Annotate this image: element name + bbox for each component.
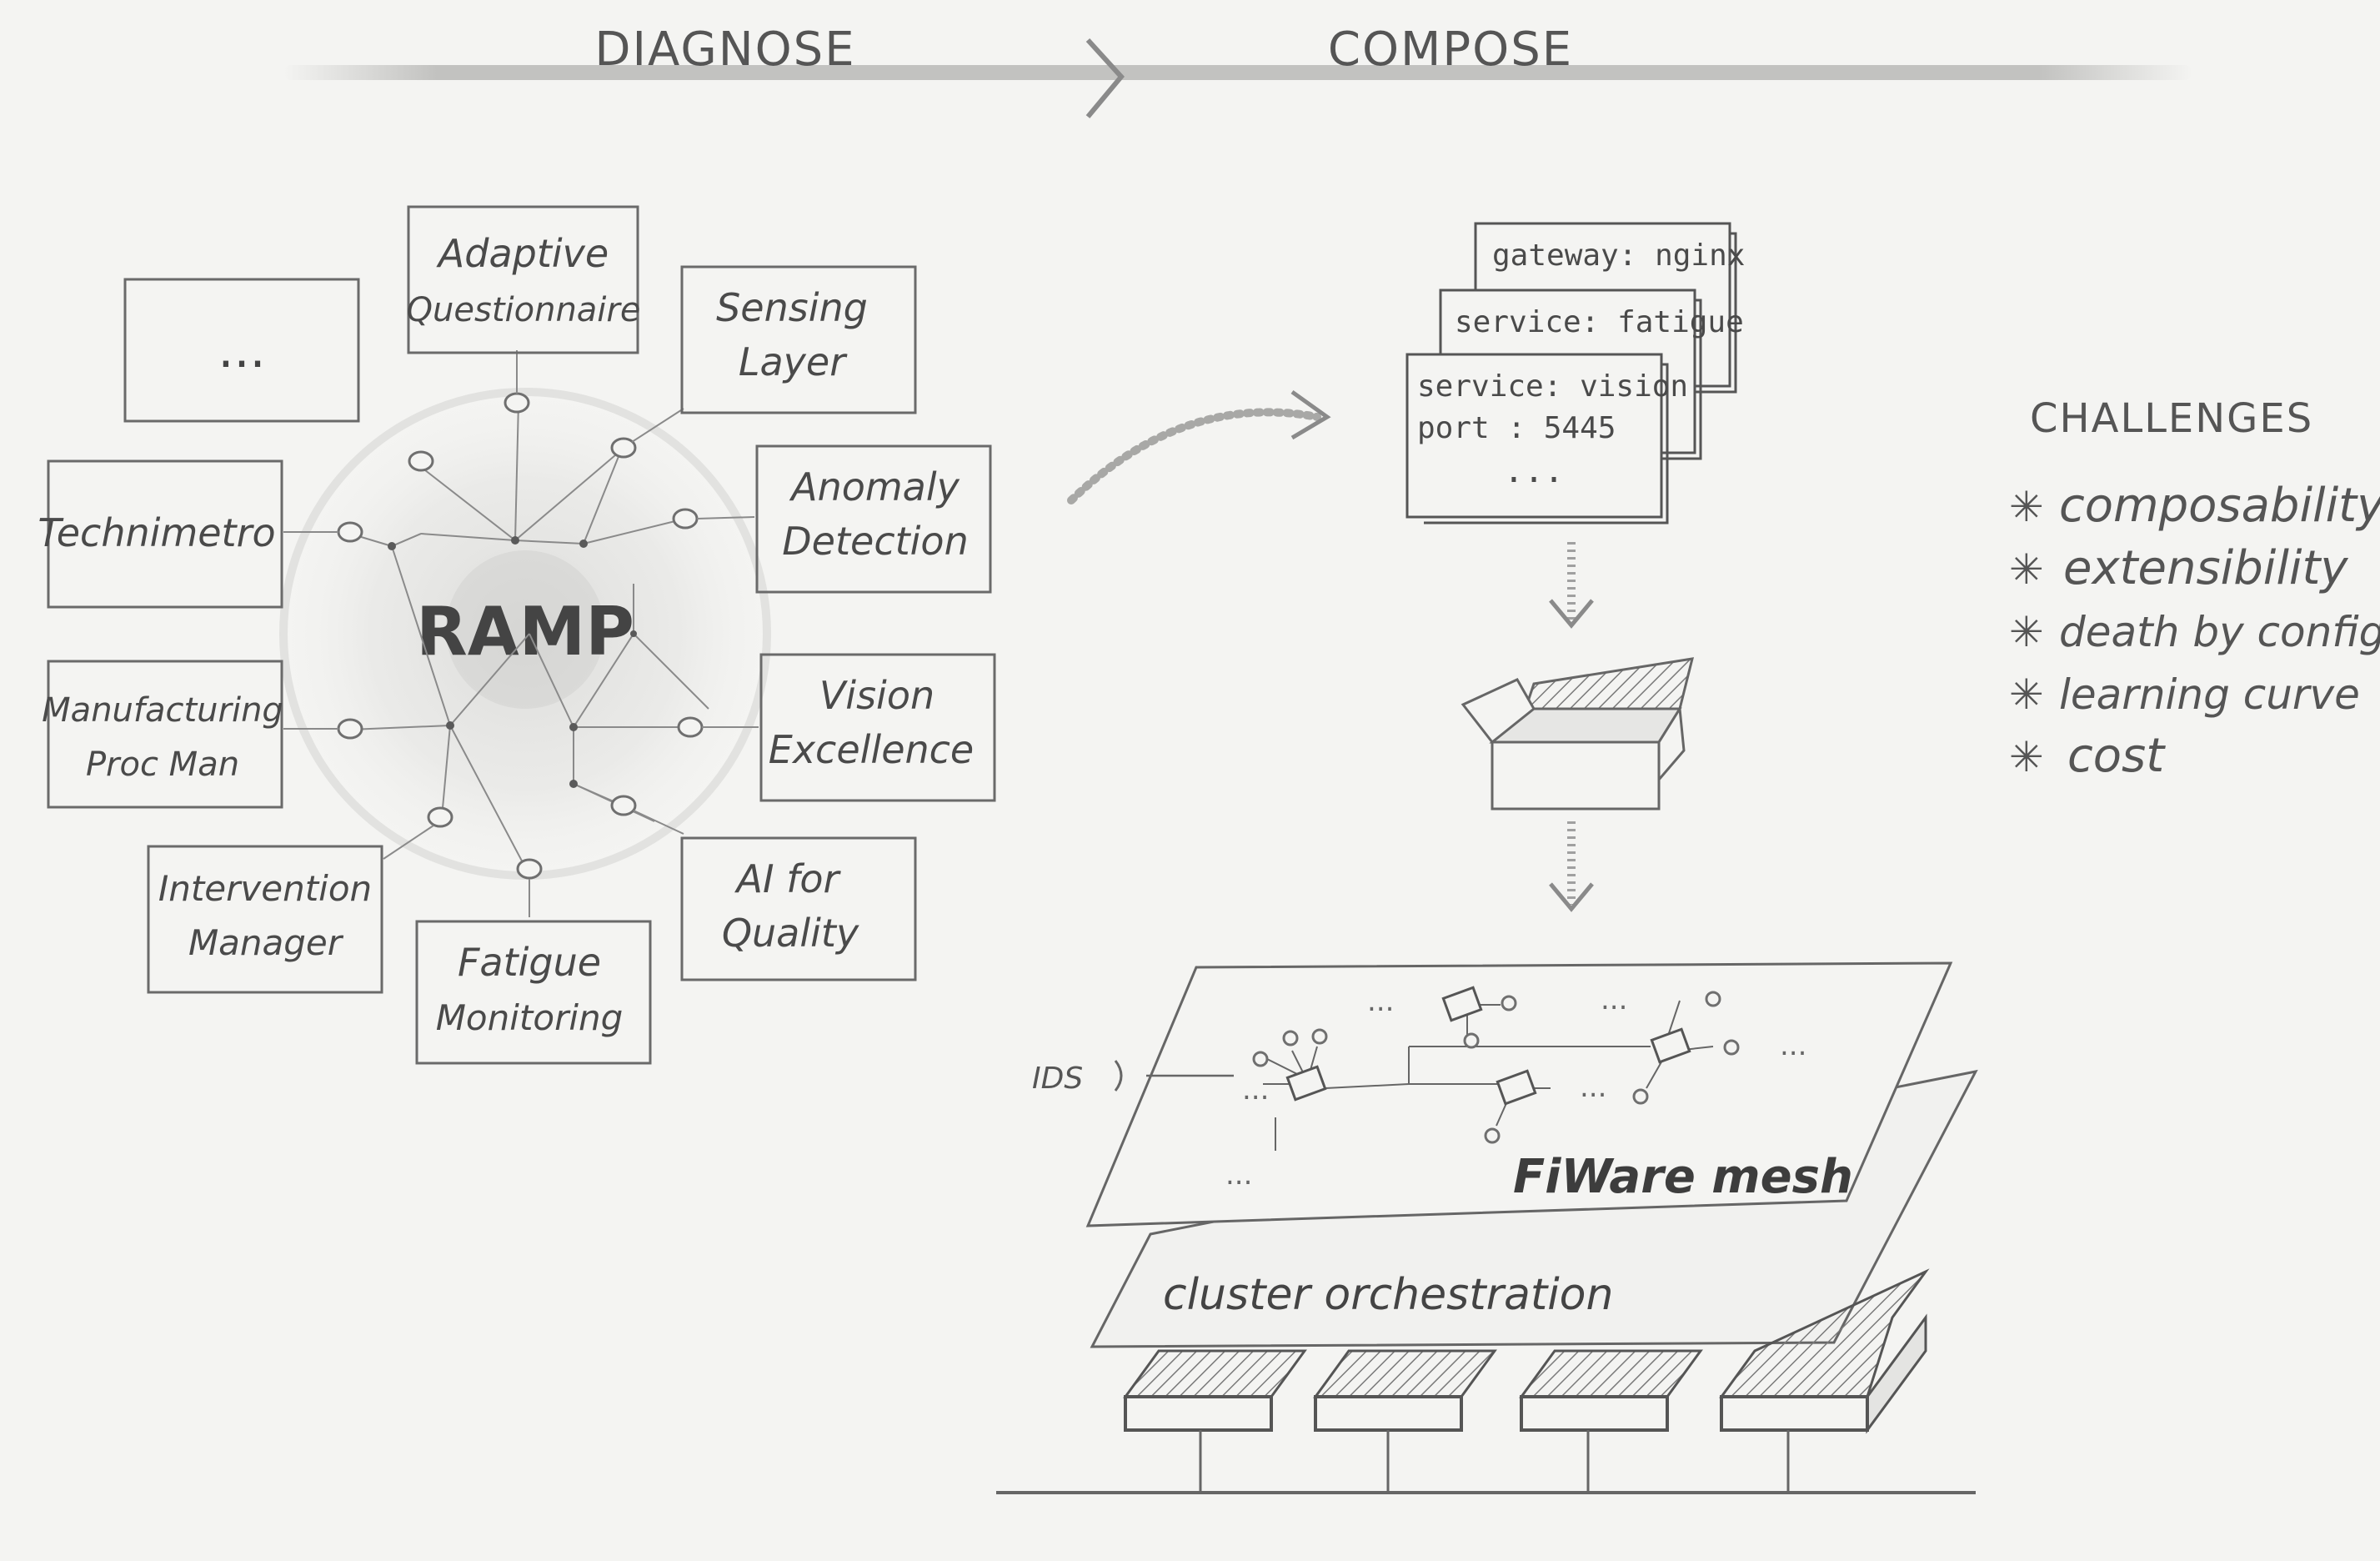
challenge-item: learning curve (2059, 670, 2360, 719)
module-sensing-layer: Sensing Layer (680, 265, 917, 414)
module-adaptive-line1: Adaptive (436, 231, 609, 276)
module-fatigue-line1: Fatigue (458, 940, 601, 985)
module-adaptive-line2: Questionnaire (407, 291, 641, 329)
module-manufacturing-line1: Manufacturing (42, 691, 283, 730)
module-more-label: ... (218, 321, 265, 379)
down-arrow-1 (1549, 542, 1594, 629)
module-fatigue-line2: Monitoring (436, 997, 624, 1038)
diagnose-to-compose-arrow (1067, 389, 1331, 504)
mesh-label: FiWare mesh (1513, 1150, 1853, 1204)
module-ai-line2: Quality (722, 911, 859, 956)
module-manufacturing-line2: Proc Man (86, 745, 239, 784)
config-card-stack: gateway: nginx service: fatigue service:… (1405, 222, 1745, 525)
fiware-mesh-layer: FiWare mesh (1032, 961, 1953, 1227)
config-vision-service: service: vision (1417, 369, 1688, 404)
challenge-bullet-icon: ✳ (2009, 483, 2044, 531)
mesh-ellipsis: ... (1225, 1158, 1252, 1192)
module-technimetro-label: Technimetro (38, 510, 275, 555)
server-nodes (996, 1268, 1976, 1494)
orchestration-label: cluster orchestration (1163, 1270, 1613, 1320)
server-node (1519, 1349, 1703, 1493)
module-intervention-line1: Intervention (158, 868, 372, 909)
challenge-bullet-icon: ✳ (2009, 670, 2044, 719)
module-vision-excellence: Vision Excellence (759, 653, 996, 802)
module-intervention-line2: Manager (188, 922, 344, 963)
ramp-hub: RAMP (267, 375, 784, 892)
package-box-icon (1461, 657, 1695, 811)
mesh-ellipsis: ... (1367, 985, 1394, 1018)
module-vision-line2: Excellence (769, 727, 975, 772)
challenge-item: extensibility (2063, 541, 2348, 595)
challenge-item: death by config (2059, 608, 2380, 656)
module-more: ... (123, 278, 360, 423)
mesh-ellipsis: ... (1780, 1029, 1806, 1062)
server-node (1719, 1268, 1930, 1493)
mesh-ellipsis: ... (1601, 983, 1627, 1016)
module-technimetro: Technimetro (38, 459, 283, 609)
module-anomaly-line1: Anomaly (789, 464, 960, 509)
module-manufacturing-proc-man: Manufacturing Proc Man (42, 660, 283, 809)
ids-label: IDS (1032, 1062, 1083, 1096)
ids-input: IDS (1032, 1060, 1123, 1096)
challenge-bullet-icon: ✳ (2009, 733, 2044, 781)
config-fatigue-label: service: fatigue (1455, 305, 1744, 339)
module-vision-line1: Vision (819, 673, 934, 718)
challenge-bullet-icon: ✳ (2009, 545, 2044, 594)
ramp-label: RAMP (416, 593, 634, 670)
challenges-title: CHALLENGES (2030, 395, 2313, 442)
server-node (1123, 1349, 1307, 1493)
phase-bar: DIAGNOSE COMPOSE (283, 23, 2192, 118)
module-sensing-line1: Sensing (716, 285, 868, 330)
server-node (1313, 1349, 1497, 1493)
module-anomaly-line2: Detection (782, 519, 968, 564)
down-arrow-2 (1549, 821, 1594, 912)
config-vision-more: ... (1504, 452, 1564, 490)
mesh-ellipsis: ... (1242, 1073, 1269, 1107)
hub-graph (283, 350, 759, 917)
config-vision-port: port : 5445 (1417, 411, 1616, 445)
module-sensing-line2: Layer (739, 339, 848, 384)
challenge-bullet-icon: ✳ (2009, 608, 2044, 656)
module-adaptive-questionnaire: Adaptive Questionnaire (407, 205, 641, 354)
module-ai-line1: AI for (734, 856, 842, 901)
challenges-panel: CHALLENGES ✳ ✳ ✳ ✳ ✳ composability exten… (2009, 395, 2380, 783)
module-anomaly-detection: Anomaly Detection (755, 444, 992, 594)
challenge-item: composability (2059, 479, 2380, 533)
config-gateway-label: gateway: nginx (1492, 238, 1745, 273)
module-fatigue-monitoring: Fatigue Monitoring (415, 920, 652, 1065)
challenge-item: cost (2067, 729, 2166, 783)
module-intervention-manager: Intervention Manager (147, 845, 383, 994)
phase-diagnose-label: DIAGNOSE (594, 23, 855, 77)
mesh-ellipsis: ... (1580, 1071, 1606, 1104)
phase-compose-label: COMPOSE (1328, 23, 1573, 77)
module-ai-for-quality: AI for Quality (680, 836, 917, 981)
